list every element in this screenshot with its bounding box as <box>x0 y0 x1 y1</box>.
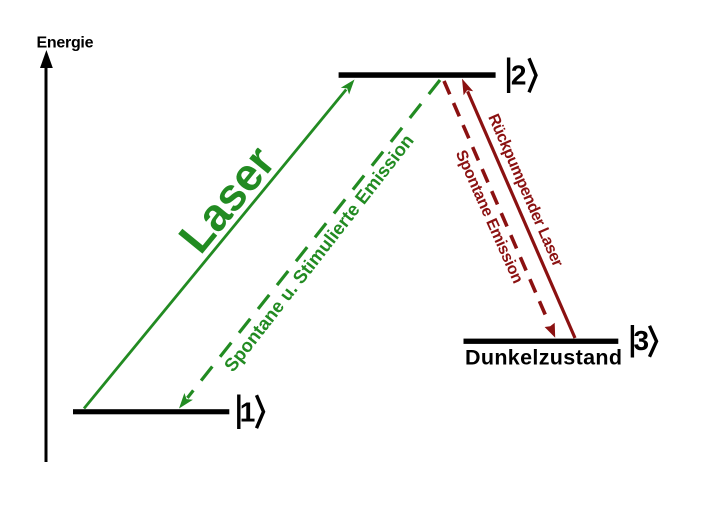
svg-text:1: 1 <box>240 396 256 427</box>
svg-text:2: 2 <box>511 60 527 91</box>
svg-text:Energie: Energie <box>37 35 94 52</box>
svg-text:3: 3 <box>634 325 650 356</box>
svg-text:Dunkelzustand: Dunkelzustand <box>465 346 622 370</box>
